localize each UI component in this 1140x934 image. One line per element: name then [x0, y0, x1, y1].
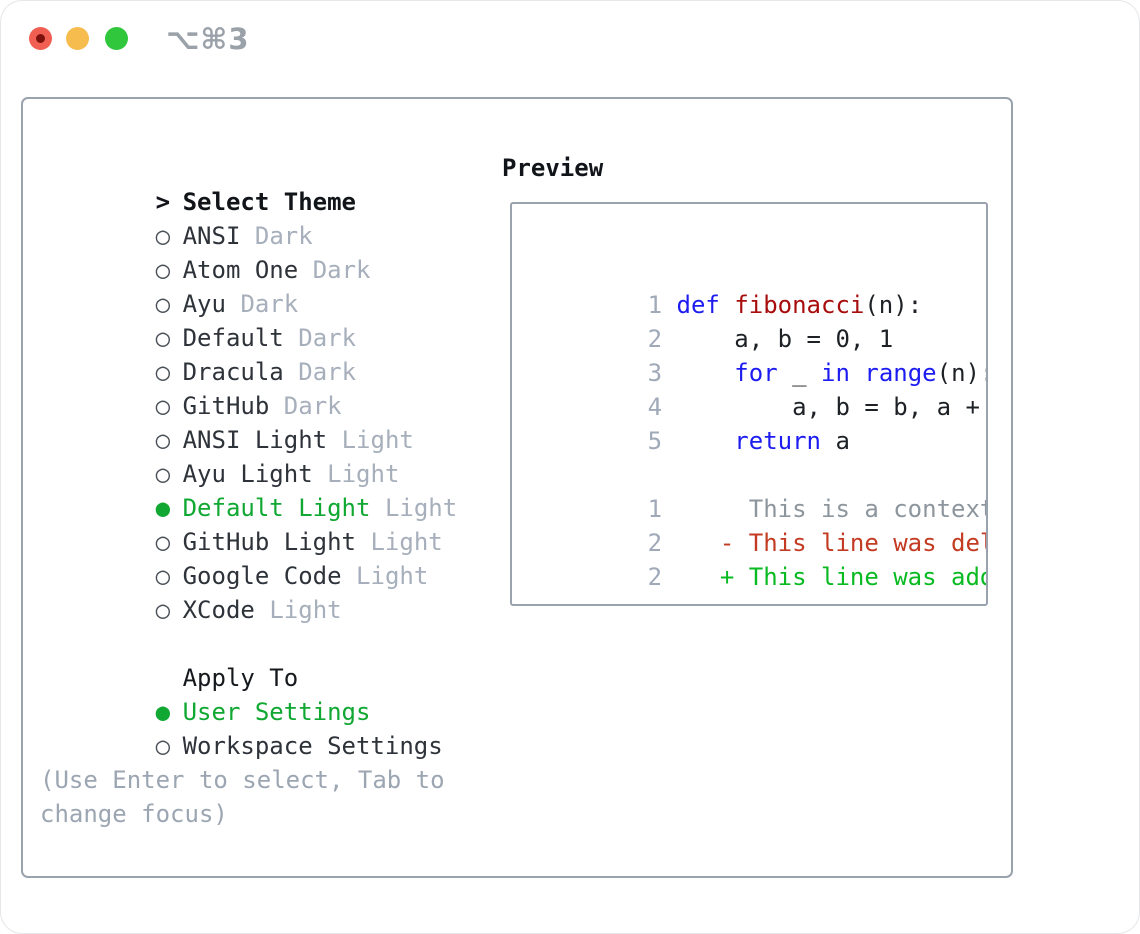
keyword: return	[734, 427, 821, 455]
focus-caret-icon: >	[155, 188, 185, 216]
context-text: This is a context line.	[748, 495, 988, 523]
radio-icon: ○	[155, 562, 171, 590]
builtin-function: range	[864, 359, 937, 387]
line-number: 1	[647, 291, 677, 319]
radio-icon: ○	[155, 596, 171, 624]
keyword: def	[676, 291, 720, 319]
radio-icon: ○	[155, 324, 171, 352]
preview-box: 1 def fibonacci(n): 2 a, b = 0, 1 3 for …	[510, 202, 988, 606]
zoom-button[interactable]	[105, 27, 128, 50]
deleted-text: - This line was deleted.	[719, 529, 986, 557]
line-number: 2	[647, 563, 663, 591]
diff-added-line: 2 + This line was added.	[532, 526, 986, 591]
radio-selected-icon: ●	[155, 698, 171, 726]
radio-icon: ○	[155, 528, 171, 556]
code-line-3: 3 for _ in range(n):	[647, 359, 986, 387]
radio-icon: ○	[155, 732, 171, 760]
function-name: fibonacci	[734, 291, 865, 319]
code-line-5: 5 return a	[647, 427, 850, 455]
radio-icon: ○	[155, 256, 171, 284]
help-text-line-2: change focus)	[40, 800, 228, 828]
keyword: in	[821, 359, 850, 387]
line-number: 2	[647, 325, 677, 353]
line-number: 2	[647, 529, 663, 557]
radio-icon: ○	[155, 358, 171, 386]
apply-option-workspace-settings[interactable]: ○Workspace Settings	[40, 695, 457, 760]
line-number: 3	[647, 359, 677, 387]
line-number: 4	[647, 393, 677, 421]
diff-deleted-line: 2 - This line was deleted.	[532, 492, 986, 557]
radio-icon: ○	[155, 222, 171, 250]
select-theme-title: Select Theme	[182, 188, 356, 216]
apply-to-heading: Apply To	[182, 664, 299, 692]
radio-icon: ○	[155, 460, 171, 488]
close-button[interactable]	[29, 27, 52, 50]
keyword: for	[734, 359, 778, 387]
help-text-line-1: (Use Enter to select, Tab to	[40, 766, 445, 794]
apply-option-user-settings[interactable]: ●User Settings	[40, 661, 457, 726]
line-number: 5	[647, 427, 677, 455]
code-line-1: 1 def fibonacci(n):	[647, 291, 923, 319]
radio-icon: ○	[155, 392, 171, 420]
radio-icon: ○	[155, 290, 171, 318]
radio-icon: ○	[155, 426, 171, 454]
minimize-button[interactable]	[66, 27, 89, 50]
diff-context-line: 1 This is a context line.	[532, 458, 986, 523]
preview-heading: Preview	[502, 154, 604, 182]
select-theme-heading: > Select Theme	[40, 151, 457, 216]
line-number: 1	[647, 495, 663, 523]
window-shortcut-label: ⌥⌘3	[166, 22, 250, 56]
radio-selected-icon: ●	[155, 494, 171, 522]
code-line-2: 2 a, b = 0, 1	[647, 325, 894, 353]
code-line-4: 4 a, b = b, a + b	[647, 393, 988, 421]
titlebar: ⌥⌘3	[0, 0, 1140, 78]
added-text: + This line was added.	[719, 563, 986, 591]
